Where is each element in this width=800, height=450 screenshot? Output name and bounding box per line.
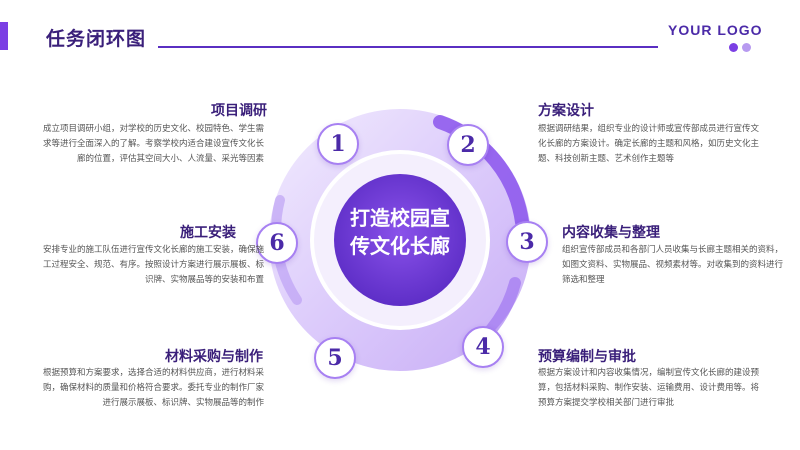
step-6-title: 施工安装 [180,225,236,241]
step-4-badge: 4 [462,326,504,368]
step-1-description: 成立项目调研小组，对学校的历史文化、校园特色、学生需求等进行全面深入的了解。考察… [42,124,264,164]
header-divider [158,46,658,48]
step-3-description: 组织宣传部成员和各部门人员收集与长廊主题相关的资料，如图文资料、实物展品、视频素… [562,245,784,285]
step-1-badge: 1 [317,123,359,165]
center-title-line-2: 传文化长廊 [350,234,450,258]
step-2-description: 根据调研结果，组织专业的设计师或宣传部成员进行宣传文化长廊的方案设计。确定长廊的… [538,124,760,164]
step-2-title: 方案设计 [538,103,594,119]
step-4-description: 根据方案设计和内容收集情况，编制宣传文化长廊的建设预算，包括材料采购、制作安装、… [538,368,760,408]
step-5-badge: 5 [314,337,356,379]
step-5-description: 根据预算和方案要求，选择合适的材料供应商，进行材料采购，确保材料的质量和价格符合… [42,368,264,408]
step-1-title: 项目调研 [211,103,267,119]
logo-text: YOUR LOGO [668,22,763,38]
header-accent-bar [0,22,8,50]
step-6-description: 安排专业的施工队伍进行宣传文化长廊的施工安装，确保施工过程安全、规范、有序。按照… [42,245,264,285]
page-title: 任务闭环图 [46,28,147,50]
step-3-badge: 3 [506,221,548,263]
step-4-title: 预算编制与审批 [538,349,636,365]
center-title: 打造校园宣 传文化长廊 [335,204,465,260]
step-3-title: 内容收集与整理 [562,225,660,241]
step-6-badge: 6 [256,222,298,264]
center-title-line-1: 打造校园宣 [350,206,450,230]
center-core [334,174,466,306]
step-5-title: 材料采购与制作 [165,349,263,365]
logo-dots-icon [729,42,759,54]
step-2-badge: 2 [447,124,489,166]
